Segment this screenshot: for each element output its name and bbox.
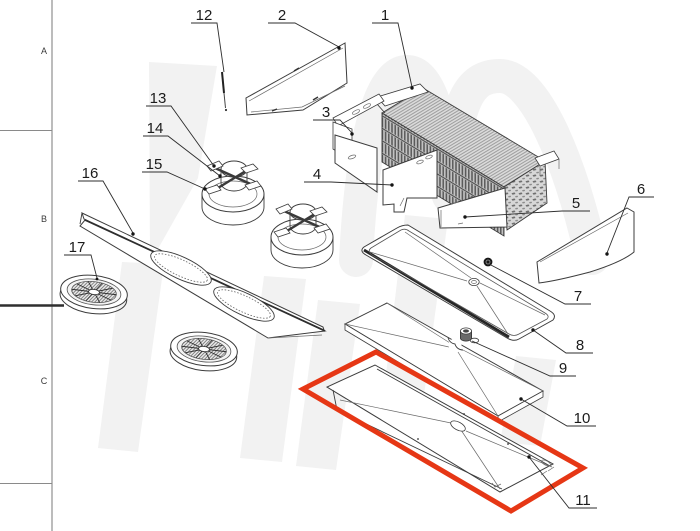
callout-17[interactable]: 17 (64, 239, 99, 281)
callout-1[interactable]: 1 (372, 7, 414, 90)
callout-2[interactable]: 2 (268, 7, 341, 50)
part-4-front-plate[interactable] (382, 149, 438, 213)
part-8-drain-pan[interactable] (361, 224, 555, 341)
part-number-7[interactable]: 7 (574, 288, 582, 305)
part-16-outlet-panel[interactable] (79, 212, 327, 339)
section-label-b: B (41, 214, 47, 224)
part-number-5[interactable]: 5 (572, 195, 580, 212)
part-5-lower-plate[interactable] (437, 187, 508, 229)
part-number-12[interactable]: 12 (196, 7, 213, 24)
callout-11[interactable]: 11 (527, 455, 597, 509)
callout-9[interactable]: 9 (471, 340, 576, 377)
callout-16[interactable]: 16 (78, 165, 135, 236)
part-17-fan-grille-b[interactable] (167, 328, 240, 375)
part-number-14[interactable]: 14 (147, 120, 164, 137)
callout-12[interactable]: 12 (191, 7, 225, 73)
callouts: 1 2 3 4 5 6 7 8 (64, 7, 654, 509)
part-number-15[interactable]: 15 (146, 156, 163, 173)
part-number-1[interactable]: 1 (381, 7, 389, 24)
callout-10[interactable]: 10 (519, 397, 596, 427)
callout-6[interactable]: 6 (605, 181, 654, 256)
selection-highlight-box (297, 349, 588, 514)
motor-assembly-1[interactable] (200, 159, 266, 227)
part-number-6[interactable]: 6 (637, 181, 645, 198)
part-2-side-panel[interactable] (245, 42, 348, 116)
part-number-8[interactable]: 8 (576, 337, 584, 354)
part-number-9[interactable]: 9 (559, 360, 567, 377)
callout-8[interactable]: 8 (531, 328, 593, 354)
part-number-16[interactable]: 16 (82, 165, 99, 182)
section-label-c: C (41, 376, 48, 386)
callout-5[interactable]: 5 (463, 195, 590, 219)
part-number-13[interactable]: 13 (150, 90, 167, 107)
part-number-2[interactable]: 2 (278, 7, 286, 24)
callout-14[interactable]: 14 (143, 120, 222, 178)
part-number-4[interactable]: 4 (313, 166, 321, 183)
callout-15[interactable]: 15 (142, 156, 207, 191)
part-12-rod[interactable] (221, 71, 228, 112)
left-end-plate[interactable] (334, 134, 378, 193)
callout-13[interactable]: 13 (146, 90, 216, 168)
part-number-10[interactable]: 10 (574, 410, 591, 427)
part-17-fan-grille-a[interactable] (57, 271, 130, 318)
section-label-a: A (41, 46, 47, 56)
part-number-3[interactable]: 3 (322, 104, 330, 121)
callout-4[interactable]: 4 (304, 166, 394, 187)
callout-3[interactable]: 3 (313, 104, 354, 136)
callout-7[interactable]: 7 (488, 263, 591, 305)
motor-assembly-2[interactable] (269, 202, 335, 270)
part-6-side-panel[interactable] (536, 207, 635, 284)
drawing-frame: A B C (0, 0, 64, 531)
part-9-drain-plug[interactable] (459, 327, 480, 344)
part-number-11[interactable]: 11 (575, 492, 591, 509)
part-number-17[interactable]: 17 (69, 239, 86, 256)
